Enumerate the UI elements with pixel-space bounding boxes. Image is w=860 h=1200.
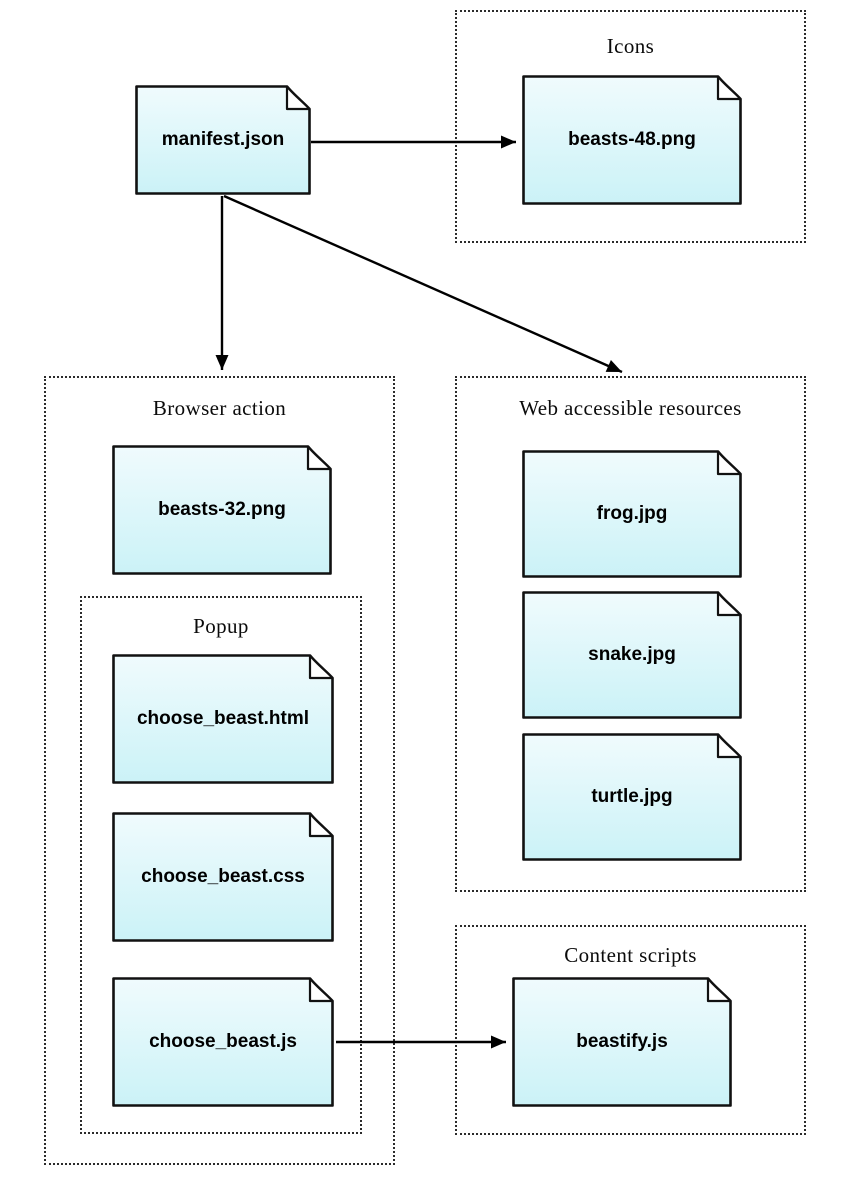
file-node-label: choose_beast.js: [149, 1031, 297, 1052]
file-node-manifest-json[interactable]: manifest.json: [135, 85, 311, 195]
document-shape: [522, 591, 742, 719]
file-node-label: frog.jpg: [596, 503, 668, 524]
file-node-label: beasts-48.png: [568, 129, 696, 150]
group-label-web-accessible-resources: Web accessible resources: [519, 396, 742, 420]
file-node-label: manifest.json: [161, 129, 285, 150]
group-label-popup: Popup: [193, 614, 249, 638]
file-node-label: turtle.jpg: [591, 786, 673, 807]
file-node-beasts-32-png[interactable]: beasts-32.png: [112, 445, 332, 575]
document-shape: [112, 445, 332, 575]
file-node-choose-beast-css[interactable]: choose_beast.css: [112, 812, 334, 942]
file-node-label: beasts-32.png: [158, 499, 286, 520]
arrowhead-manifest-to-browser: [215, 355, 229, 370]
file-node-label: choose_beast.html: [136, 708, 310, 729]
document-shape: [522, 733, 742, 861]
file-node-snake-jpg[interactable]: snake.jpg: [522, 591, 742, 719]
file-node-choose-beast-js[interactable]: choose_beast.js: [112, 977, 334, 1107]
group-label-browser-action: Browser action: [152, 396, 287, 420]
group-label-content-scripts: Content scripts: [564, 943, 697, 967]
group-browser-action: Browser action: [44, 376, 395, 1165]
document-shape: [112, 977, 334, 1107]
file-node-beastify-js[interactable]: beastify.js: [512, 977, 732, 1107]
group-content-scripts: Content scripts: [455, 925, 806, 1135]
file-node-beasts-48-png[interactable]: beasts-48.png: [522, 75, 742, 205]
document-shape: [135, 85, 311, 195]
document-shape: [112, 812, 334, 942]
group-label-icons: Icons: [606, 34, 655, 58]
file-node-frog-jpg[interactable]: frog.jpg: [522, 450, 742, 578]
file-node-label: choose_beast.css: [141, 866, 305, 887]
document-shape: [522, 75, 742, 205]
document-shape: [522, 450, 742, 578]
group-popup: Popup: [80, 596, 362, 1134]
file-node-label: beastify.js: [576, 1031, 668, 1052]
file-node-turtle-jpg[interactable]: turtle.jpg: [522, 733, 742, 861]
document-shape: [112, 654, 334, 784]
group-web-accessible-resources: Web accessible resources: [455, 376, 806, 892]
file-node-choose-beast-html[interactable]: choose_beast.html: [112, 654, 334, 784]
group-icons: Icons: [455, 10, 806, 243]
document-shape: [512, 977, 732, 1107]
file-node-label: snake.jpg: [588, 644, 676, 665]
